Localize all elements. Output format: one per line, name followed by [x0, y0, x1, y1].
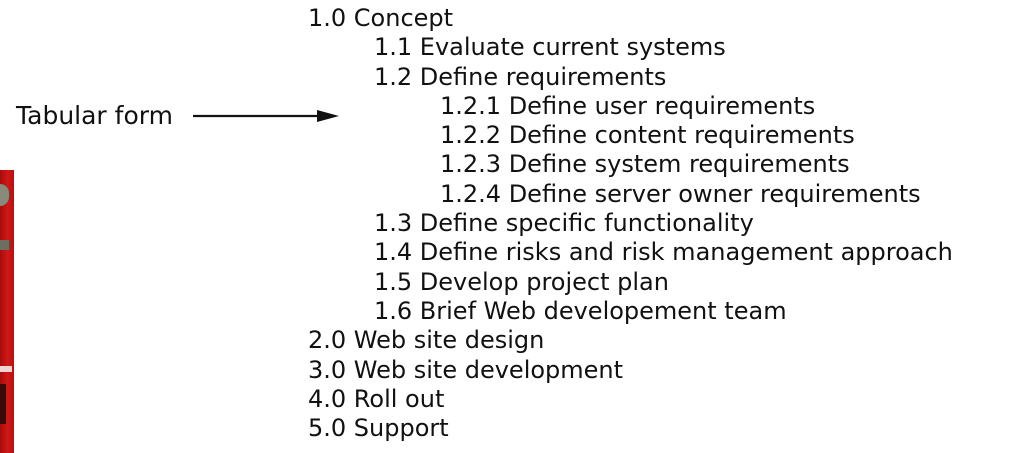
wbs-item: 5.0 Support — [308, 414, 449, 443]
wbs-item: 1.2.2 Define content requirements — [440, 121, 855, 150]
wbs-item: 4.0 Roll out — [308, 384, 445, 413]
edge-image-detail — [0, 184, 9, 206]
wbs-item: 1.3 Define specific functionality — [374, 209, 754, 238]
wbs-item: 3.0 Web site development — [308, 355, 624, 384]
edge-image-detail — [0, 366, 12, 372]
wbs-item: 1.2.4 Define server owner requirements — [440, 179, 921, 208]
wbs-item: 1.1 Evaluate current systems — [374, 33, 726, 62]
wbs-item: 1.6 Brief Web developement team — [374, 296, 787, 325]
callout-label: Tabular form — [16, 101, 173, 130]
tabular-form-callout: Tabular form — [16, 101, 339, 131]
wbs-item: 1.0 Concept — [308, 4, 454, 32]
wbs-item: 1.5 Develop project plan — [374, 267, 669, 296]
wbs-item: 1.2.3 Define system requirements — [440, 150, 850, 179]
wbs-item: 2.0 Web site design — [308, 326, 545, 355]
wbs-item: 1.2 Define requirements — [374, 62, 667, 91]
wbs-item: 1.2.1 Define user requirements — [440, 91, 816, 120]
edge-image-detail — [0, 384, 6, 424]
edge-image-fragment — [0, 170, 14, 453]
right-arrow-icon — [192, 110, 339, 122]
edge-image-detail — [0, 240, 9, 250]
wbs-item: 1.4 Define risks and risk management app… — [374, 238, 953, 267]
